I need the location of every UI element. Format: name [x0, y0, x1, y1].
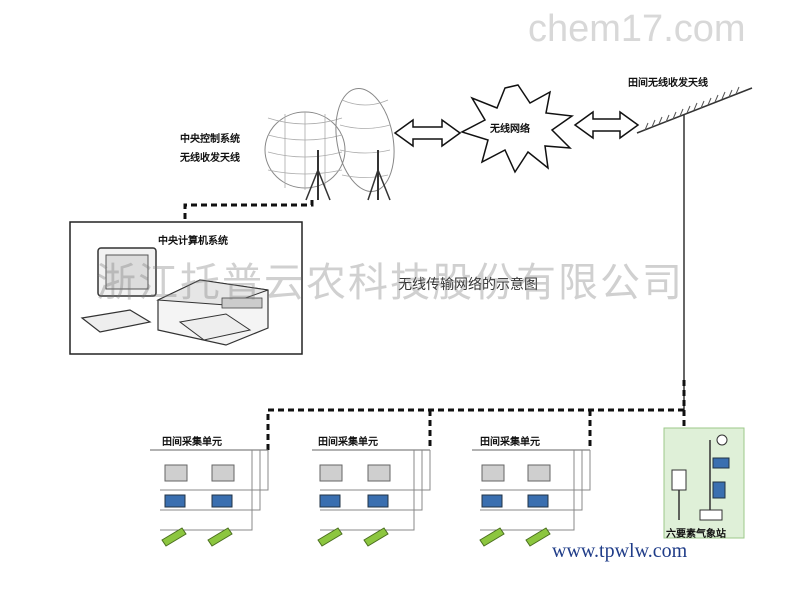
label-collector-2: 田间采集单元 — [318, 437, 378, 448]
collector-unit-2 — [312, 449, 431, 547]
collector-unit-1 — [150, 449, 269, 547]
site-url: www.tpwlw.com — [552, 540, 688, 562]
dashed-link-central — [183, 200, 314, 222]
watermark-top: chem17.com — [528, 8, 746, 50]
label-central-antenna-1: 中央控制系统 — [180, 134, 240, 145]
label-field-antenna: 田间无线收发天线 — [628, 78, 708, 89]
dashed-bus-main — [266, 380, 686, 450]
label-collector-3: 田间采集单元 — [480, 437, 540, 448]
label-central-computer: 中央计算机系统 — [158, 236, 228, 247]
weather-station — [663, 427, 745, 539]
field-antenna — [636, 86, 753, 410]
label-weather-station: 六要素气象站 — [666, 529, 726, 540]
diagram-caption: 无线传输网络的示意图 — [398, 277, 538, 293]
watermark-company: 浙江托普云农科技股份有限公司 — [96, 260, 684, 306]
network-starburst-icon — [460, 84, 575, 174]
label-central-antenna-2: 无线收发天线 — [180, 153, 240, 164]
double-arrow-right — [573, 110, 640, 140]
central-dish-antennas — [264, 88, 395, 201]
label-collector-1: 田间采集单元 — [162, 437, 222, 448]
collector-unit-3 — [472, 449, 591, 547]
computer-icon — [80, 247, 269, 346]
label-wireless-network: 无线网络 — [490, 124, 530, 135]
double-arrow-left — [393, 118, 462, 148]
